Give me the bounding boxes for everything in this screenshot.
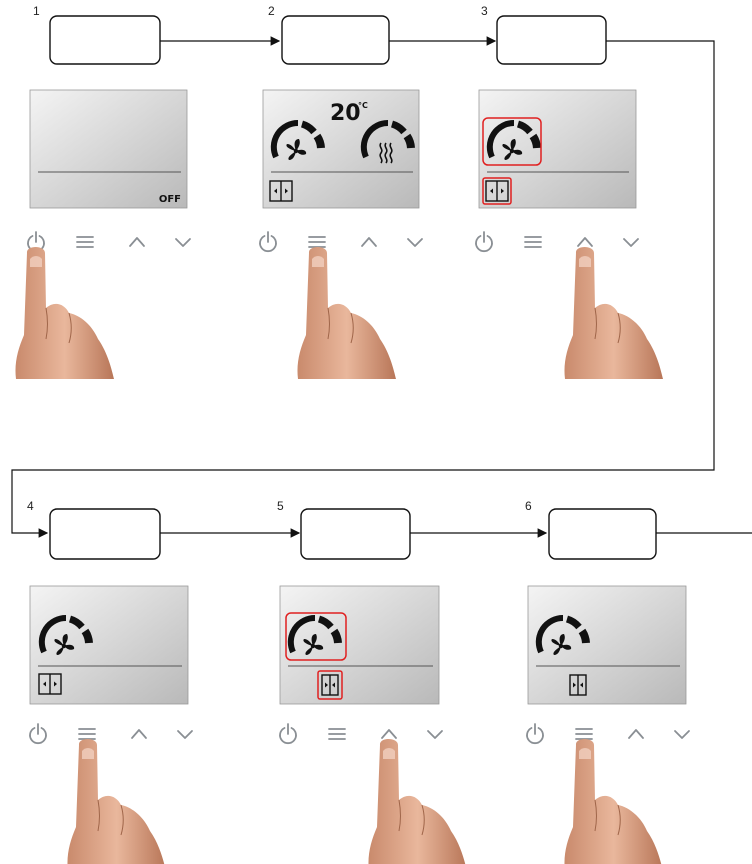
step-number: 1 — [33, 4, 40, 18]
step-2: 2 20 °C — [260, 4, 422, 379]
control-buttons — [28, 232, 190, 251]
step-number: 2 — [268, 4, 275, 18]
temperature-value: 20 — [330, 101, 361, 126]
step-5: 5 — [277, 499, 467, 864]
step-box — [282, 16, 389, 64]
finger-icon — [564, 247, 663, 379]
step-box — [50, 16, 160, 64]
step-3: 3 — [476, 4, 663, 379]
off-label: OFF — [159, 194, 181, 205]
step-box — [50, 509, 160, 559]
control-buttons — [527, 724, 689, 743]
finger-icon — [67, 739, 166, 864]
lcd-display: 20 °C — [263, 90, 419, 208]
step-number: 3 — [481, 4, 488, 18]
step-box — [301, 509, 410, 559]
step-number: 6 — [525, 499, 532, 513]
lcd-display — [280, 586, 439, 704]
control-buttons — [476, 232, 638, 251]
finger-icon — [564, 739, 663, 864]
lcd-display — [30, 586, 188, 704]
finger-icon — [368, 739, 467, 864]
lcd-display — [479, 90, 636, 208]
step-6: 6 — [525, 499, 689, 864]
step-number: 4 — [27, 499, 34, 513]
step-number: 5 — [277, 499, 284, 513]
control-buttons — [280, 724, 442, 743]
lcd-display: OFF — [30, 90, 187, 208]
step-box — [549, 509, 656, 559]
finger-icon — [297, 247, 396, 379]
control-buttons — [30, 724, 192, 743]
step-box — [497, 16, 606, 64]
step-4: 4 — [27, 499, 192, 864]
temperature-unit: °C — [358, 101, 368, 110]
step-1: 1 OFF — [15, 4, 190, 379]
lcd-display — [528, 586, 686, 704]
control-buttons — [260, 232, 422, 251]
finger-icon — [15, 247, 114, 379]
